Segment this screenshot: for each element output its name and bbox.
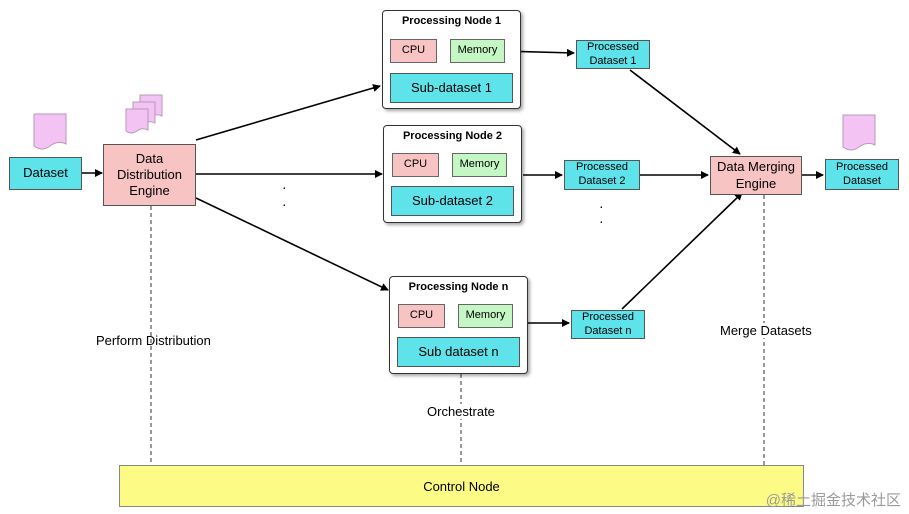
- orchestrate-label: Orchestrate: [425, 404, 497, 419]
- control-node: Control Node: [119, 465, 804, 507]
- node-title: Processing Node n: [408, 281, 509, 293]
- arrow-distribution-to-node-n: [195, 197, 389, 291]
- perform-distribution-label: Perform Distribution: [96, 333, 211, 348]
- document-stack-icon: [125, 94, 163, 134]
- watermark: @稀土掘金技术社区: [765, 492, 901, 509]
- data-distribution-engine: Data Distribution Engine: [103, 144, 196, 206]
- sub-dataset-box: Sub-dataset 1: [390, 73, 513, 103]
- memory-box: Memory: [458, 304, 513, 328]
- cpu-box: CPU: [390, 39, 437, 63]
- arrow-output-1-to-merge: [629, 69, 741, 155]
- document-icon: [33, 113, 67, 150]
- node-title: Processing Node 1: [401, 15, 502, 27]
- sub-dataset-box: Sub dataset n: [397, 337, 520, 367]
- merge-datasets-label: Merge Datasets: [718, 323, 814, 338]
- ellipsis-dot: ·: [599, 198, 604, 214]
- processing-node-1: Processing Node 1 CPU Memory Sub-dataset…: [382, 10, 521, 109]
- ellipsis-dot: ·: [599, 213, 604, 229]
- ellipsis-dot: ·: [282, 196, 287, 212]
- sub-dataset-box: Sub-dataset 2: [391, 186, 514, 216]
- document-icon: [842, 114, 876, 151]
- processed-dataset-1: Processed Dataset 1: [576, 40, 650, 69]
- final-processed-dataset: Processed Dataset: [825, 159, 899, 190]
- processing-node-n: Processing Node n CPU Memory Sub dataset…: [389, 276, 528, 374]
- arrow-output-n-to-merge: [621, 192, 743, 310]
- processed-dataset-2: Processed Dataset 2: [564, 160, 640, 190]
- data-merging-engine: Data Merging Engine: [710, 156, 802, 195]
- processing-node-2: Processing Node 2 CPU Memory Sub-dataset…: [383, 125, 522, 223]
- arrow-distribution-to-node-1: [195, 84, 381, 141]
- ellipsis-dot: ·: [282, 179, 287, 195]
- processed-dataset-n: Processed Dataset n: [571, 310, 645, 339]
- node-title: Processing Node 2: [402, 130, 503, 142]
- cpu-box: CPU: [398, 304, 445, 328]
- memory-box: Memory: [452, 153, 507, 177]
- memory-box: Memory: [450, 39, 505, 63]
- dataset-box: Dataset: [9, 157, 82, 190]
- cpu-box: CPU: [392, 153, 439, 177]
